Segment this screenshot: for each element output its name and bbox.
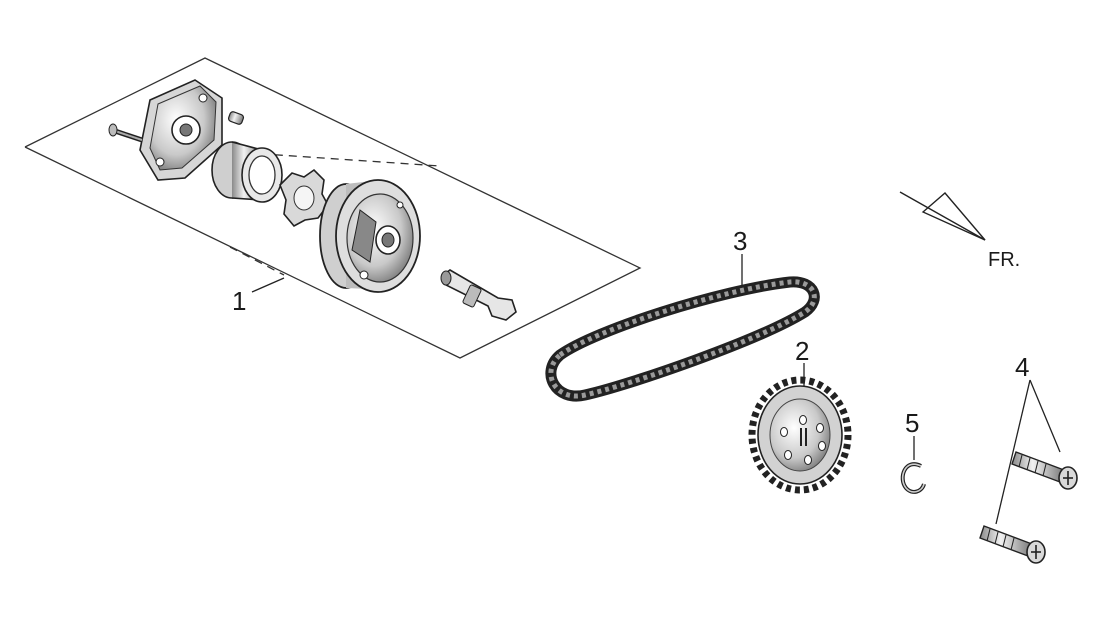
- callout-3: 3: [733, 226, 747, 256]
- screw-lower: [979, 525, 1046, 564]
- drive-chain: [545, 276, 820, 402]
- screw-upper: [1011, 451, 1078, 490]
- assembly-frame: [24, 57, 642, 359]
- assembly-axis-line: [204, 149, 441, 167]
- sprocket: [748, 376, 852, 494]
- leader-line-1: [251, 277, 285, 293]
- pump-cover-plate: [139, 79, 223, 181]
- callout-1: 1: [232, 286, 246, 316]
- pump-shaft: [440, 269, 517, 321]
- leader-lines-4: [995, 379, 1061, 525]
- callout-4: 4: [1015, 352, 1029, 382]
- direction-label: FR.: [988, 249, 1020, 271]
- callout-2: 2: [795, 336, 809, 366]
- pump-body: [319, 179, 421, 293]
- direction-arrow-icon: [899, 191, 986, 241]
- outer-rotor: [211, 141, 283, 203]
- callout-5: 5: [905, 408, 919, 438]
- dowel-pin: [227, 111, 245, 125]
- inner-rotor: [279, 168, 329, 228]
- cover-screw: [108, 123, 143, 143]
- circlip: [900, 462, 926, 494]
